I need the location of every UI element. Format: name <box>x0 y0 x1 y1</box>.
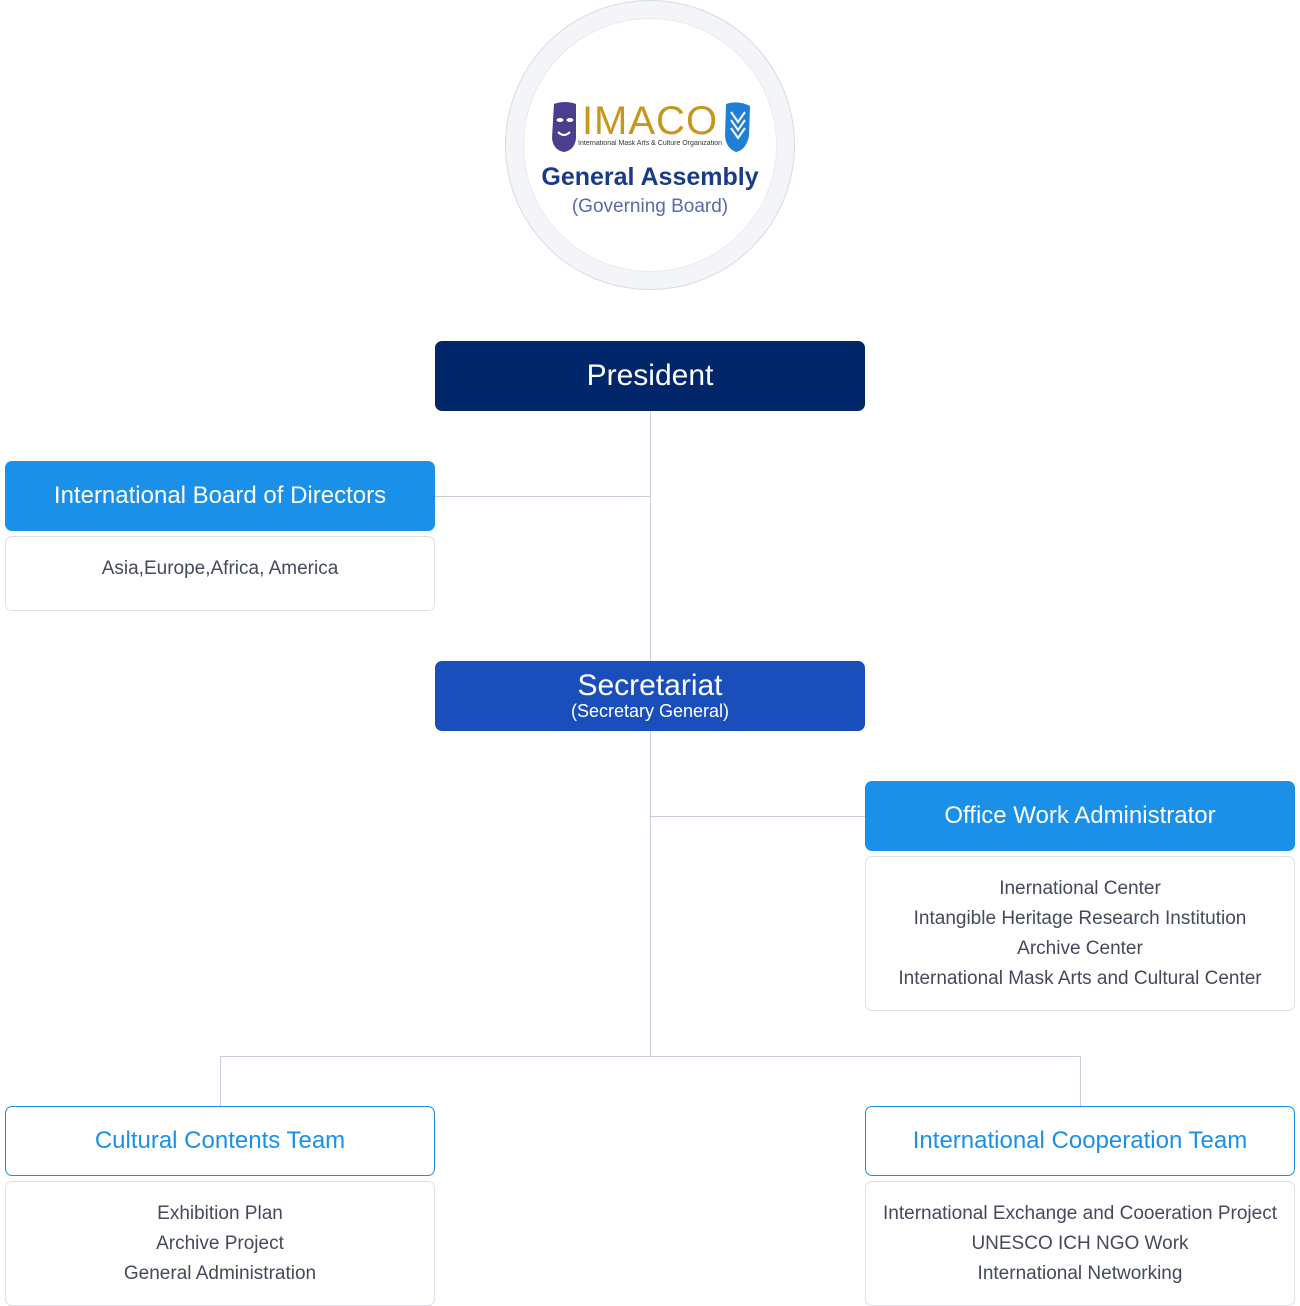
mask-right-icon <box>725 102 750 152</box>
cultural-team-detail-item: Exhibition Plan <box>157 1202 283 1224</box>
board-details: Asia,Europe,Africa, America <box>5 536 435 611</box>
office-detail-item: Archive Center <box>1017 937 1143 959</box>
secretariat-sublabel: (Secretary General) <box>570 701 730 721</box>
connector-teams-horizontal <box>220 1056 1081 1057</box>
mask-left-icon <box>552 102 576 152</box>
cultural-team-detail-item: General Administration <box>123 1262 317 1284</box>
board-header[interactable]: International Board of Directors <box>5 461 435 531</box>
president-label: President <box>586 359 714 392</box>
office-detail-item: Intangible Heritage Research Institution <box>913 907 1247 929</box>
cultural-team-label: Cultural Contents Team <box>94 1127 346 1154</box>
office-detail-item: International Mask Arts and Cultural Cen… <box>898 967 1262 989</box>
intl-team-detail-item: International Exchange and Cooeration Pr… <box>883 1202 1277 1224</box>
connector-office <box>650 816 865 817</box>
board-label: International Board of Directors <box>53 482 387 509</box>
secretariat-label: Secretariat <box>577 669 723 702</box>
imaco-logo <box>552 102 750 152</box>
intl-team-details: International Exchange and Cooeration Pr… <box>865 1181 1295 1306</box>
office-header[interactable]: Office Work Administrator <box>865 781 1295 851</box>
office-details: Inernational Center Intangible Heritage … <box>865 856 1295 1011</box>
cultural-team-details: Exhibition Plan Archive Project General … <box>5 1181 435 1306</box>
cultural-team-header[interactable]: Cultural Contents Team <box>5 1106 435 1176</box>
board-detail-item: Asia,Europe,Africa, America <box>101 558 339 579</box>
secretariat-box[interactable]: Secretariat (Secretary General) <box>435 661 865 731</box>
imaco-logo-text: IMACO <box>581 99 719 143</box>
intl-team-label: International Cooperation Team <box>912 1127 1248 1154</box>
intl-team-detail-item: International Networking <box>977 1262 1183 1284</box>
connector-cultural-team <box>220 1056 221 1106</box>
intl-team-detail-item: UNESCO ICH NGO Work <box>971 1232 1189 1254</box>
cultural-team-detail-item: Archive Project <box>156 1232 284 1254</box>
general-assembly-title: General Assembly <box>541 163 759 191</box>
office-detail-item: Inernational Center <box>999 877 1161 899</box>
connector-board <box>435 496 650 497</box>
office-label: Office Work Administrator <box>944 802 1216 829</box>
imaco-logo-subtitle: International Mask Arts & Culture Organi… <box>578 140 722 147</box>
general-assembly-subtitle: (Governing Board) <box>571 196 729 217</box>
connector-vertical-main <box>650 411 651 1056</box>
general-assembly-circle <box>505 0 795 290</box>
intl-team-header[interactable]: International Cooperation Team <box>865 1106 1295 1176</box>
connector-intl-team <box>1080 1056 1081 1106</box>
president-box[interactable]: President <box>435 341 865 411</box>
